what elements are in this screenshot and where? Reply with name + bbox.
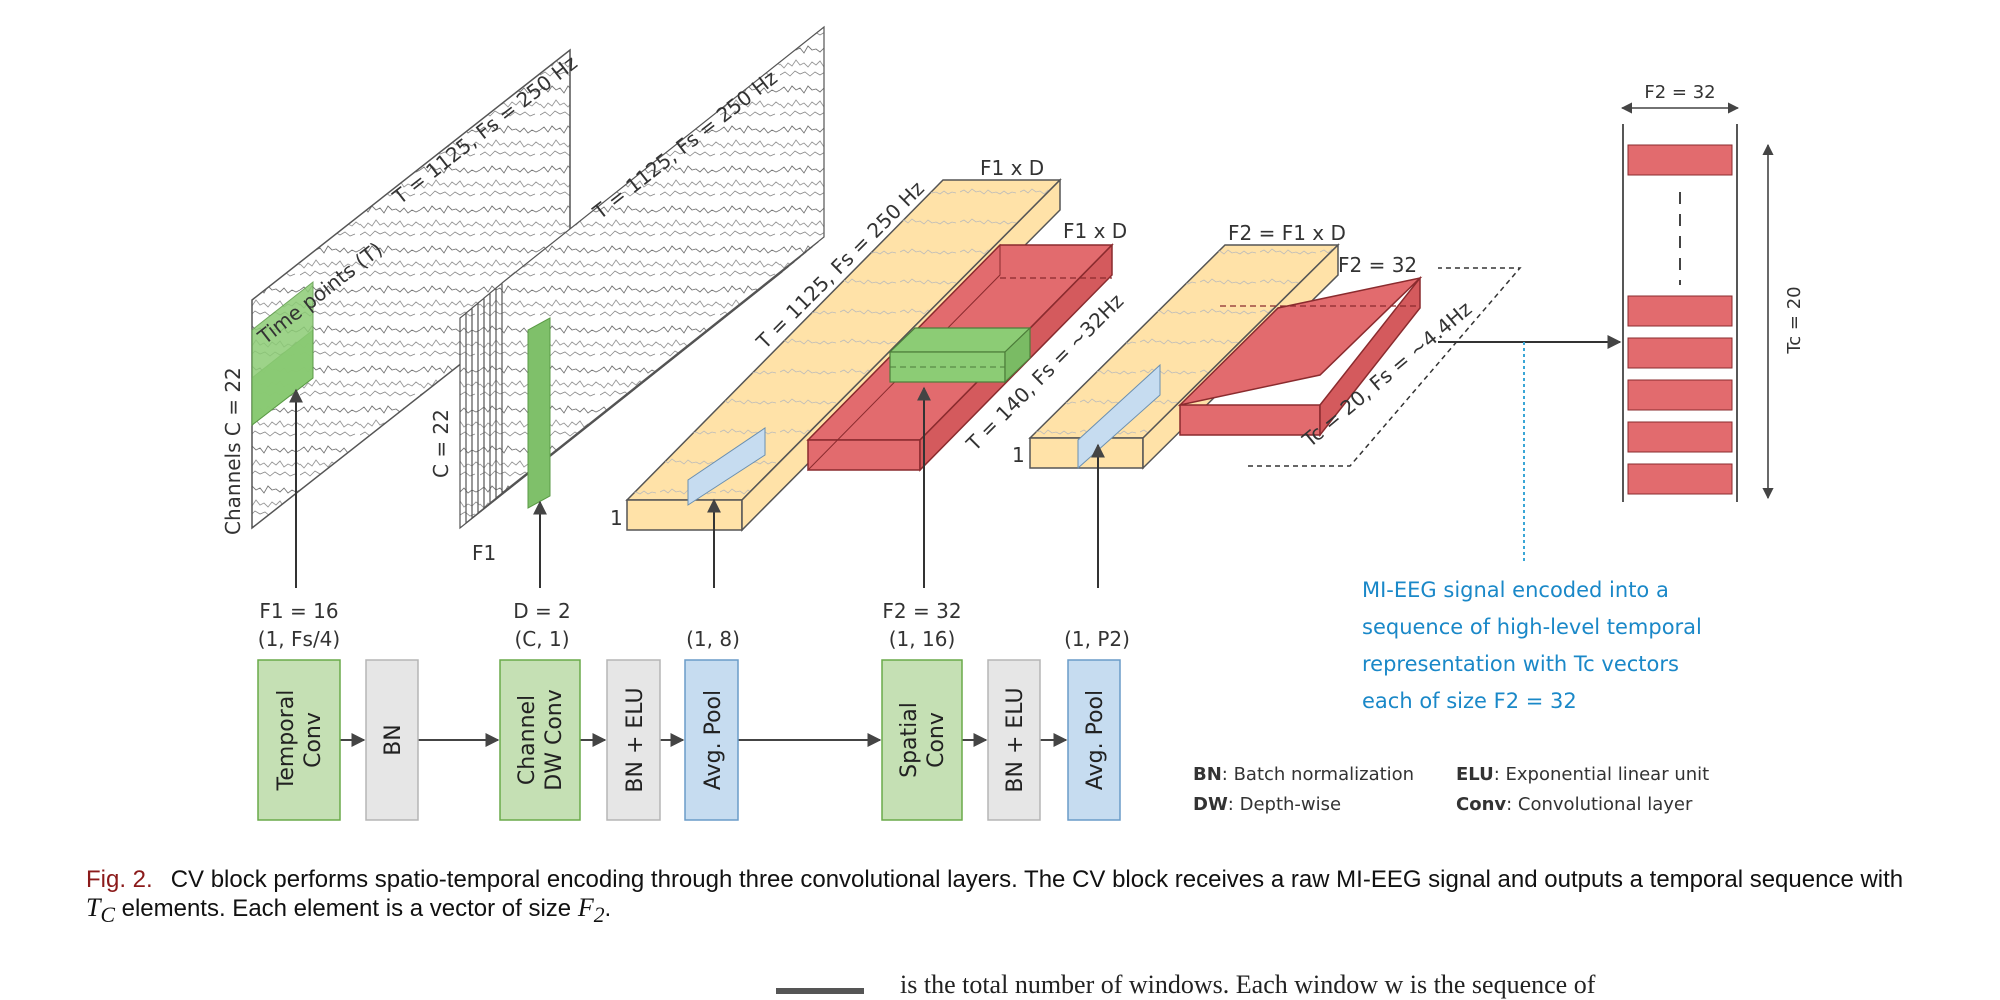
caption-f2-sub: 2 <box>593 903 605 928</box>
channels-label: Channels C = 22 <box>221 367 245 535</box>
slab2-top-label: F2 = F1 x D <box>1228 221 1346 245</box>
pipeline-blocks: Temporal Conv BN Channel DW Conv BN + EL… <box>257 659 1121 821</box>
input-eeg-signal: Time points (T) T = 1125, Fs = 250 Hz Ch… <box>221 48 582 588</box>
caption-text-3: . <box>604 895 612 922</box>
param-pool-2: (1, P2) <box>1064 627 1130 651</box>
block-label: BN <box>381 724 406 756</box>
cv-block-diagram: Time points (T) T = 1125, Fs = 250 Hz Ch… <box>221 25 1805 821</box>
parameter-labels: F1 = 16 (1, Fs/4) D = 2 (C, 1) (1, 8) F2… <box>258 599 1130 651</box>
slab1-top-label: F1 x D <box>980 156 1044 180</box>
param-f1: F1 = 16 <box>259 599 338 623</box>
block-label: Avg. Pool <box>1083 690 1108 790</box>
block-label: Avg. Pool <box>701 690 726 790</box>
encoded-line-1: MI-EEG signal encoded into a <box>1362 578 1669 602</box>
param-kernel-temporal: (1, Fs/4) <box>258 627 340 651</box>
sequence-length-label: Tc = 20 <box>1784 286 1805 354</box>
feature-map-stack: T = 1125, Fs = 250 Hz C = 22 F1 <box>429 25 825 588</box>
spatial-conv-block <box>881 659 963 821</box>
slab2-one-label: 1 <box>1012 443 1025 467</box>
legend: BN: Batch normalization ELU: Exponential… <box>1193 764 1709 815</box>
caption-tc-sub: C <box>100 903 115 928</box>
block-label: BN + ELU <box>1003 687 1028 792</box>
param-kernel-channel: (C, 1) <box>514 627 569 651</box>
encoded-line-3: representation with Tc vectors <box>1362 652 1679 676</box>
legend-elu: ELU: Exponential linear unit <box>1456 764 1709 785</box>
param-f2: F2 = 32 <box>882 599 961 623</box>
slab1-red-top-label: F1 x D <box>1063 219 1127 243</box>
sequence-vector <box>1627 463 1733 495</box>
param-pool-1: (1, 8) <box>686 627 740 651</box>
legend-dw: DW: Depth-wise <box>1193 794 1341 815</box>
block-label: Channel <box>515 695 540 785</box>
legend-bn-key: BN <box>1193 764 1222 785</box>
figure-number: Fig. 2. <box>86 866 153 893</box>
next-paragraph-fragment: is the total number of windows. Each win… <box>0 968 2000 999</box>
sequence-vector <box>1627 421 1733 453</box>
block-label: BN + ELU <box>623 687 648 792</box>
channel-kernel-highlight <box>527 317 551 509</box>
avg-pool-block-2 <box>1067 659 1121 821</box>
sequence-vector <box>1627 295 1733 327</box>
avg-pool-block-1 <box>684 659 739 821</box>
caption-tc: TC <box>86 893 115 928</box>
channel-dw-conv-block <box>499 659 581 821</box>
figure-caption: Fig. 2. CV block performs spatio-temporal… <box>86 866 1926 929</box>
legend-elu-key: ELU <box>1456 764 1494 785</box>
block-label: Temporal <box>274 690 299 792</box>
sequence-vector <box>1627 337 1733 369</box>
legend-dw-key: DW <box>1193 794 1228 815</box>
stack-c-label: C = 22 <box>429 409 453 478</box>
caption-text-1: CV block performs spatio-temporal encodi… <box>170 866 1904 893</box>
spatial-kernel-highlight <box>889 351 1006 383</box>
sequence-width-label: F2 = 32 <box>1644 82 1715 103</box>
legend-dw-value: : Depth-wise <box>1228 794 1341 815</box>
encoded-line-2: sequence of high-level temporal <box>1362 615 1702 639</box>
encoded-line-4: each of size F2 = 32 <box>1362 689 1577 713</box>
output-sequence: F2 = 32 Tc = 20 <box>1438 82 1805 562</box>
caption-tc-base: T <box>86 893 101 922</box>
footer-text: is the total number of windows. Each win… <box>900 970 1596 999</box>
param-d: D = 2 <box>513 599 571 623</box>
legend-elu-value: : Exponential linear unit <box>1494 764 1709 785</box>
block-label: Conv <box>301 712 326 768</box>
bn-elu-block-2 <box>987 659 1041 821</box>
caption-f2-base: F <box>577 893 594 922</box>
bn-elu-block-1 <box>606 659 661 821</box>
slab1-one-label: 1 <box>610 506 623 530</box>
legend-conv: Conv: Convolutional layer <box>1456 794 1693 815</box>
block-label: Conv <box>924 712 949 768</box>
block-label: Spatial <box>897 702 922 778</box>
pool-window-1 <box>687 427 766 506</box>
legend-bn-value: : Batch normalization <box>1222 764 1414 785</box>
equation-placeholder <box>776 988 864 994</box>
stack-f1-label: F1 <box>472 541 496 565</box>
bn-block <box>365 659 419 821</box>
legend-conv-key: Conv <box>1456 794 1506 815</box>
block-label: DW Conv <box>542 689 567 790</box>
sequence-vector <box>1627 379 1733 411</box>
param-kernel-spatial: (1, 16) <box>889 627 956 651</box>
pool-window-2 <box>1077 363 1161 470</box>
slab2-red-top-label: F2 = 32 <box>1338 253 1417 277</box>
conv-output-slab-1: T = 1125, Fs = 250 Hz F1 x D F1 x D T = … <box>610 156 1128 588</box>
legend-bn: BN: Batch normalization <box>1193 764 1414 785</box>
encoded-description: MI-EEG signal encoded into a sequence of… <box>1362 578 1702 713</box>
sequence-vector-1 <box>1627 144 1733 176</box>
caption-f2: F2 <box>577 893 605 928</box>
legend-conv-value: : Convolutional layer <box>1506 794 1693 815</box>
caption-text-2: elements. Each element is a vector of si… <box>114 895 578 922</box>
temporal-conv-block <box>257 659 341 821</box>
